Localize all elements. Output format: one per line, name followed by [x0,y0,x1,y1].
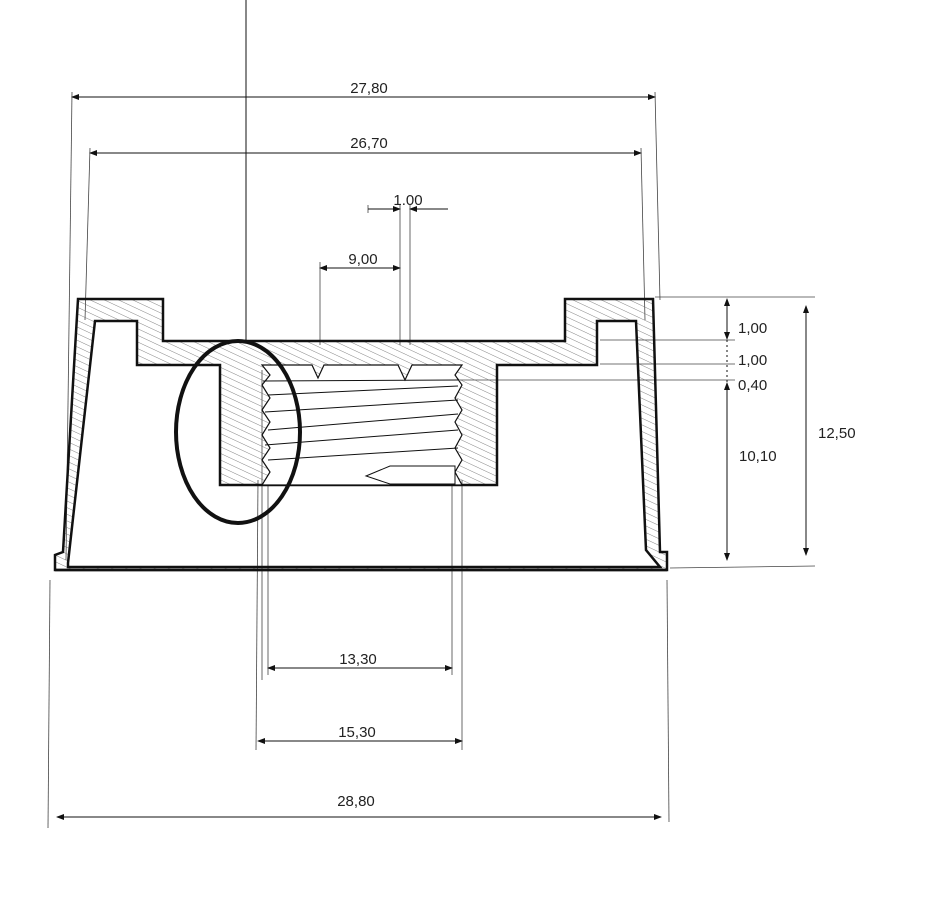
dim-inner-top-width: 26,70 [350,135,388,152]
highlight-ellipse [174,339,302,525]
thread-region [260,364,464,486]
dim-thread-minor: 13,30 [339,651,377,668]
dim-vent-width: 1.00 [393,192,422,209]
dim-thread-major: 15,30 [338,724,376,741]
dim-base-width: 28,80 [337,793,375,810]
dim-outer-top-width: 27,80 [350,80,388,97]
dim-gap: 0,40 [738,377,767,394]
dim-thread-offset: 9,00 [348,251,377,268]
dim-top-thickness-1: 1,00 [738,320,767,337]
dim-top-thickness-2: 1,00 [738,352,767,369]
dim-total-height: 12,50 [818,425,856,442]
dim-thread-depth: 10,10 [739,448,777,465]
dimension-lines [56,94,809,820]
